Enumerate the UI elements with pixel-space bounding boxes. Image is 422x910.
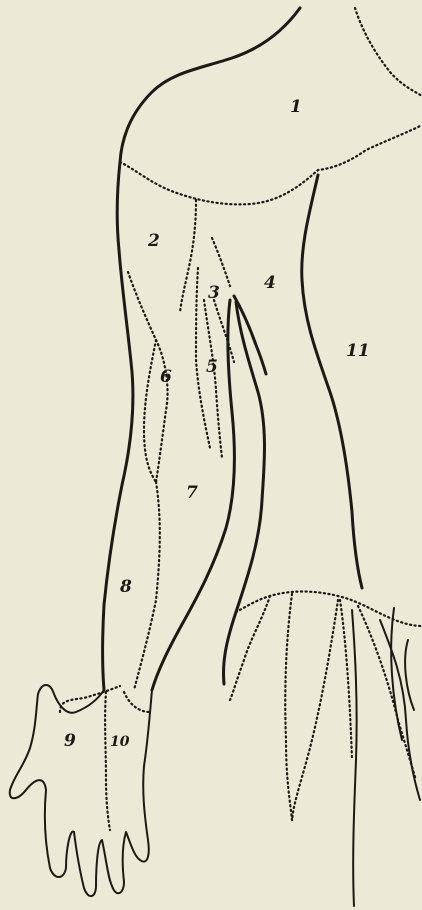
- boundary-wrist-upper: [60, 686, 120, 712]
- boundary-3-top: [212, 238, 230, 286]
- boundary-hip-4: [340, 600, 352, 760]
- region-label-1: 1: [290, 97, 302, 117]
- torso-side-contour: [302, 175, 362, 588]
- boundary-7-8: [134, 482, 160, 690]
- boundary-hip-2: [285, 594, 292, 820]
- region-label-9: 9: [64, 731, 76, 751]
- hip-side-curve: [391, 608, 402, 740]
- boundary-6-left: [144, 340, 156, 482]
- boundary-10-right: [124, 692, 150, 712]
- boundary-hip-3: [292, 600, 338, 820]
- region-label-4: 4: [264, 273, 276, 293]
- boundary-2-3: [180, 200, 196, 312]
- region-label-3: 3: [208, 283, 220, 303]
- region-label-10: 10: [110, 734, 130, 750]
- region-label-8: 8: [119, 577, 132, 597]
- region-label-6: 6: [160, 367, 172, 387]
- region-label-7: 7: [186, 483, 198, 503]
- hip-contour: [352, 610, 357, 906]
- boundary-9-10: [105, 692, 110, 830]
- boundary-5-right: [214, 300, 234, 362]
- region-label-5: 5: [206, 357, 218, 377]
- hip-fold-curve: [405, 640, 414, 710]
- region-labels: 1 2 3 4 5 6 7 8 9 10 11: [64, 97, 370, 751]
- region-label-2: 2: [147, 231, 160, 251]
- region-boundaries: [60, 8, 422, 830]
- region-label-11: 11: [346, 341, 370, 361]
- boundary-shoulder-lower: [120, 126, 420, 204]
- solid-outlines: [10, 8, 420, 906]
- boundary-shoulder-top: [355, 8, 422, 96]
- hand-outline: [10, 685, 152, 896]
- boundary-hip-5: [358, 606, 416, 780]
